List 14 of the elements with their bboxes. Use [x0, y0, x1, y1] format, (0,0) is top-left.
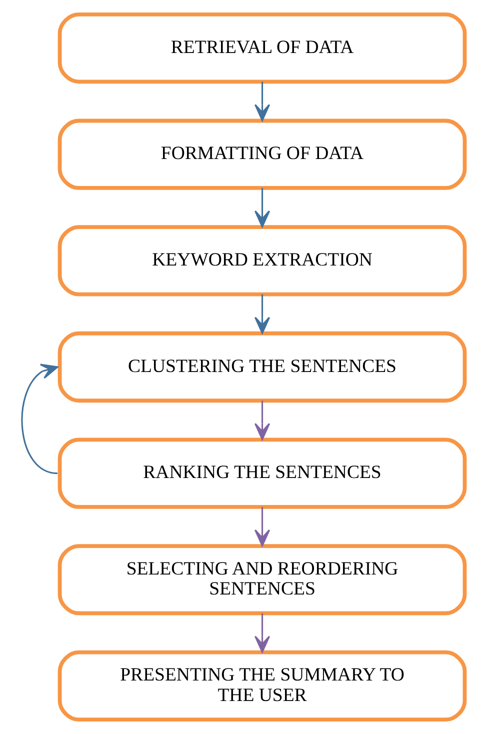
- arrow: [21, 364, 58, 474]
- node-box: KEYWORD EXTRACTION: [58, 225, 467, 296]
- arrow: [254, 82, 270, 122]
- node-box: PRESENTING THE SUMMARY TO THE USER: [58, 650, 467, 722]
- node-box: CLUSTERING THE SENTENCES: [58, 331, 467, 403]
- node-box: RANKING THE SENTENCES: [58, 438, 467, 509]
- arrow: [254, 506, 270, 546]
- arrow: [254, 613, 270, 653]
- arrow: [254, 400, 270, 440]
- node-box: SELECTING AND REORDERING SENTENCES: [58, 544, 467, 616]
- arrow: [254, 294, 270, 334]
- node-box: RETRIEVAL OF DATA: [58, 12, 467, 84]
- arrow: [254, 188, 270, 228]
- node-box: FORMATTING OF DATA: [58, 118, 467, 190]
